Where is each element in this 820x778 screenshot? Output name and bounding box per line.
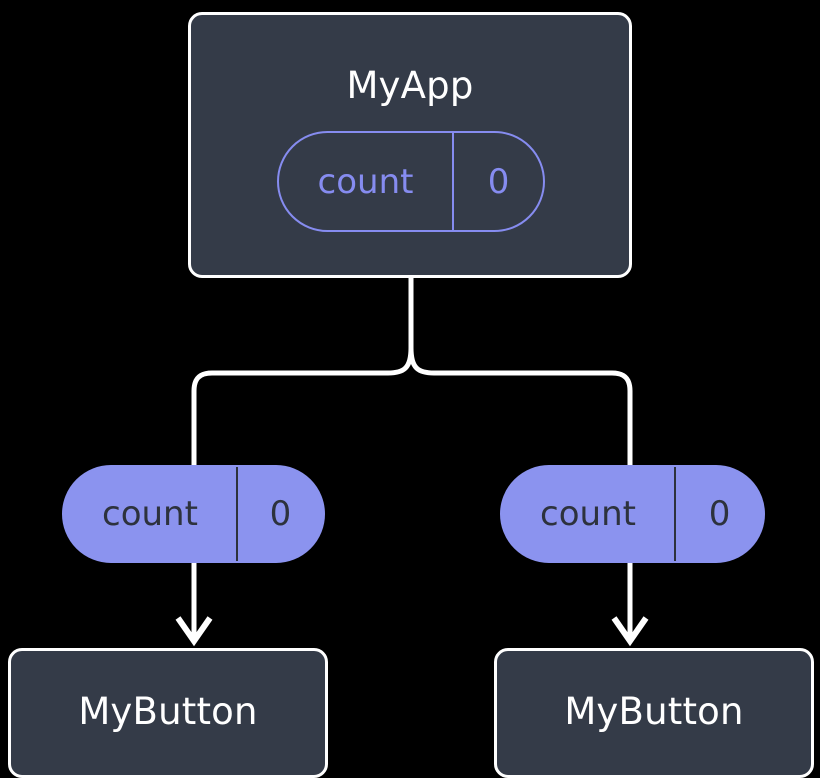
state-pill-myapp-count[interactable]: count 0	[277, 131, 545, 232]
state-pill-key: count	[317, 161, 414, 202]
component-title-myapp: MyApp	[346, 64, 474, 107]
component-title-mybutton: MyButton	[78, 690, 258, 733]
prop-pill-left-count[interactable]: count 0	[62, 465, 325, 563]
prop-pill-value: 0	[674, 467, 763, 561]
component-node-mybutton-left[interactable]: MyButton	[8, 648, 328, 778]
edge-branch-right	[408, 347, 633, 466]
state-pill-value: 0	[452, 133, 543, 230]
prop-pill-value: 0	[235, 467, 323, 561]
arrow-head-right-icon	[611, 616, 649, 647]
edge-branch-left	[191, 347, 414, 466]
arrow-head-left-icon	[175, 616, 213, 647]
prop-pill-right-count[interactable]: count 0	[500, 465, 765, 563]
component-title-mybutton: MyButton	[564, 690, 744, 733]
prop-pill-key: count	[102, 494, 198, 534]
prop-pill-key: count	[540, 494, 636, 534]
component-node-mybutton-right[interactable]: MyButton	[494, 648, 814, 778]
